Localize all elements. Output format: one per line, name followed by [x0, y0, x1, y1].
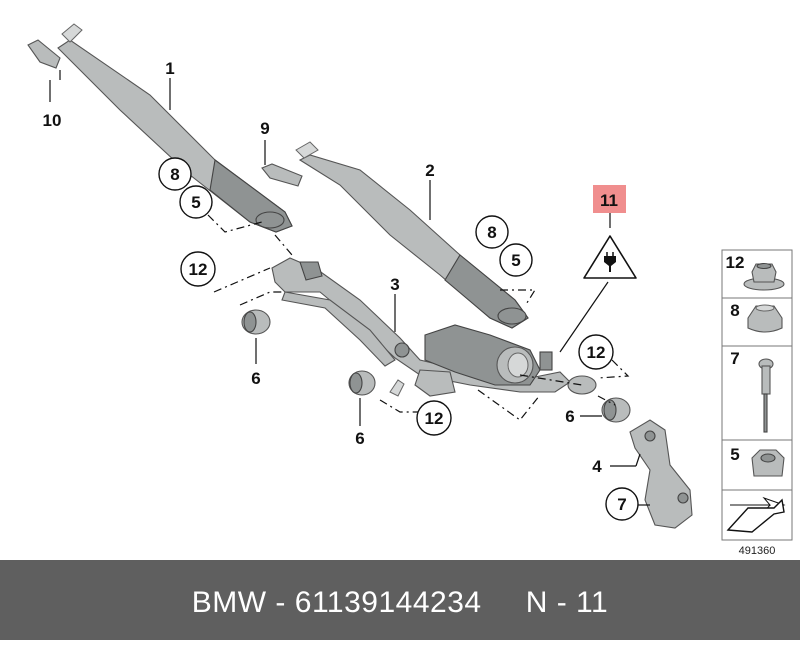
- flange-nut-icon: [743, 262, 785, 291]
- wiper-arm-right: [295, 141, 529, 329]
- spindle-right: [539, 351, 597, 395]
- label-6-left: 6: [251, 369, 260, 388]
- callout-circle-8-right: [475, 215, 509, 249]
- label-6-right: 6: [565, 407, 574, 426]
- electrical-warning-icon: [583, 235, 637, 279]
- callout-circle-12-left: [180, 251, 216, 287]
- hex-nut-icon: [751, 449, 785, 477]
- callout-circle-8-left: [158, 157, 192, 191]
- wiper-motor: [414, 324, 541, 397]
- callout-12-right: 12: [587, 343, 606, 362]
- legend-number-12: 12: [726, 253, 745, 272]
- label-1: 1: [165, 59, 174, 78]
- callout-circle-12-right: [578, 334, 614, 370]
- wiper-linkage: [271, 257, 571, 393]
- label-11: 11: [600, 191, 618, 210]
- label-3: 3: [390, 275, 399, 294]
- grommet-right: [601, 397, 631, 423]
- label-6-middle: 6: [355, 429, 364, 448]
- callout-12-middle: 12: [425, 409, 444, 428]
- reference-number: 491360: [739, 545, 776, 557]
- highlight-box-11: [593, 185, 626, 213]
- callout-8-left: 8: [170, 165, 179, 184]
- callout-circle-5-right: [499, 243, 533, 277]
- callout-5-right: 5: [511, 251, 520, 270]
- callout-circle-7: [605, 487, 639, 521]
- leader-lines: [49, 70, 650, 506]
- wiper-arm-left: [57, 23, 293, 233]
- part-number-caption: BMW - 61139144234 N - 11: [191, 586, 609, 619]
- legend-panel: 12 8 7 5: [721, 249, 793, 541]
- legend-number-7: 7: [730, 349, 739, 368]
- callout-7: 7: [617, 495, 626, 514]
- diagram-canvas: 1 2 3 4 9 10 6 6 6 8 5 8 5 12 12 12 7 11…: [27, 23, 793, 557]
- label-2: 2: [425, 161, 434, 180]
- grommet-middle: [348, 370, 405, 397]
- legend-number-5: 5: [730, 445, 739, 464]
- callout-8-right: 8: [487, 223, 496, 242]
- label-9: 9: [260, 119, 269, 138]
- callout-circle-5-left: [179, 185, 213, 219]
- part-10-cap: [27, 39, 61, 69]
- parts-diagram: 1 2 3 4 9 10 6 6 6 8 5 8 5 12 12 12 7 11…: [27, 23, 793, 557]
- cap-icon: [747, 304, 783, 333]
- blind-rivet-icon: [758, 358, 774, 433]
- label-10: 10: [43, 111, 62, 130]
- dashed-lines: [207, 214, 630, 421]
- part-9-cap: [261, 163, 303, 187]
- bracket-part-4: [629, 419, 693, 529]
- legend-number-8: 8: [730, 301, 739, 320]
- callout-circle-12-middle: [416, 400, 452, 436]
- footer-bar: BMW - 61139144234 N - 11: [0, 560, 800, 640]
- callout-12-left: 12: [189, 260, 208, 279]
- label-4: 4: [592, 457, 602, 476]
- grommet-left: [241, 309, 271, 335]
- callout-5-left: 5: [191, 193, 200, 212]
- arrow-icon: [726, 496, 786, 533]
